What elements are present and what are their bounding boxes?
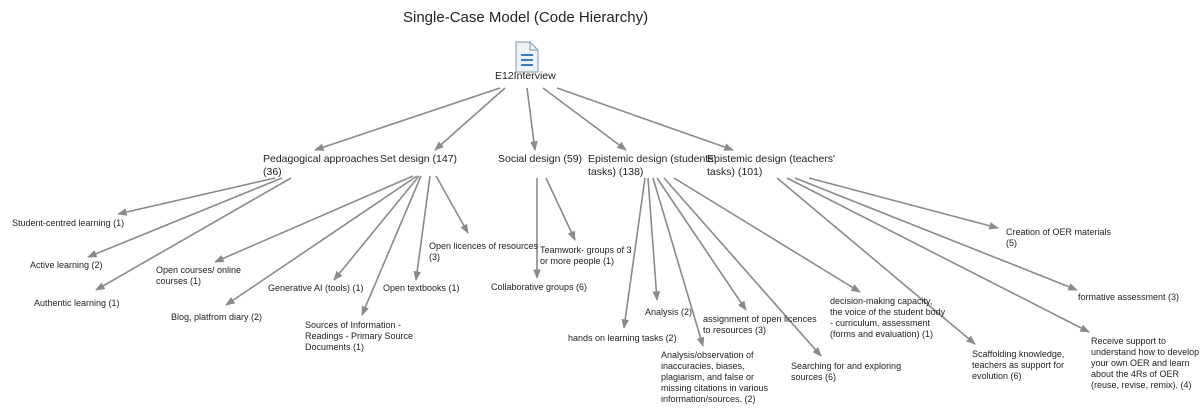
node-pedagogical: Pedagogical approaches (36) (263, 153, 379, 178)
node-soc1: Collaborative groups (6) (491, 282, 588, 292)
node-eps5: Searching for and exploring sources (6) (791, 361, 902, 382)
node-epi_students: Epistemic design (students' tasks) (138) (588, 153, 716, 178)
root-node-label: E12Interview (495, 70, 556, 82)
node-set2: Blog, platfrom diary (2) (171, 312, 263, 322)
edge-set-set3 (333, 175, 420, 281)
edge-epi_teachers-ept4 (808, 177, 999, 230)
edge-set-set1 (214, 175, 414, 263)
edge-set-set6 (435, 175, 469, 234)
node-ept1: Scaffolding knowledge, teachers as suppo… (972, 349, 1065, 381)
edge-epi_students-eps2 (647, 177, 661, 301)
edge-social-soc2 (545, 177, 576, 241)
node-eps2: Analysis (2) (645, 307, 693, 317)
edge-epi_students-eps5 (663, 177, 822, 357)
node-ept2: Receive support to understand how to dev… (1091, 336, 1200, 390)
document-icon (515, 41, 539, 73)
node-set4: Sources of Information - Readings - Prim… (305, 320, 414, 352)
edges-group (87, 87, 1090, 357)
node-ept4: Creation of OER materials (5) (1006, 227, 1112, 248)
edge-set-set5 (413, 175, 431, 281)
edge-epi_students-eps1 (621, 177, 646, 329)
node-eps6: decision-making capacity, the voice of t… (830, 296, 946, 339)
edge-epi_students-eps6 (673, 177, 861, 293)
node-ept3: formative assessment (3) (1078, 292, 1180, 302)
edge-pedagogical-ped1 (117, 177, 276, 216)
edge-pedagogical-ped2 (87, 177, 283, 258)
node-set5: Open textbooks (1) (383, 283, 460, 293)
edge-root-social (526, 87, 538, 151)
node-social: Social design (59) (498, 153, 583, 165)
edge-root-set (434, 87, 506, 151)
edge-root-epi_teachers (556, 87, 734, 151)
edge-epi_students-eps4 (656, 177, 747, 311)
node-ped2: Active learning (2) (30, 260, 103, 270)
node-eps4: assignment of open licences to resources… (703, 314, 817, 335)
node-set1: Open courses/ online courses (1) (156, 265, 242, 286)
edge-pedagogical-ped3 (95, 177, 292, 291)
edge-root-pedagogical (314, 87, 501, 151)
edge-set-set4 (361, 175, 422, 316)
edge-epi_students-eps3 (652, 177, 705, 347)
diagram-title: Single-Case Model (Code Hierarchy) (403, 9, 649, 26)
node-set3: Generative AI (tools) (1) (268, 283, 364, 293)
node-ped3: Authentic learning (1) (34, 298, 120, 308)
edge-epi_teachers-ept3 (794, 177, 1078, 291)
node-set: Set design (147) (380, 153, 458, 165)
node-eps3: Analysis/observation of inaccuracies, bi… (661, 350, 769, 404)
edge-root-epi_students (542, 87, 627, 151)
node-eps1: hands on learning tasks (2) (568, 333, 677, 343)
edge-epi_teachers-ept2 (786, 177, 1090, 333)
node-soc2: Teamwork- groups of 3 or more people (1) (540, 245, 632, 266)
edge-set-set2 (225, 175, 418, 306)
node-epi_teachers: Epistemic design (teachers' tasks) (101) (707, 153, 836, 178)
edge-epi_teachers-ept1 (776, 177, 976, 345)
node-set6: Open licences of resources (3) (429, 241, 539, 262)
node-ped1: Student-centred learning (1) (12, 218, 125, 228)
